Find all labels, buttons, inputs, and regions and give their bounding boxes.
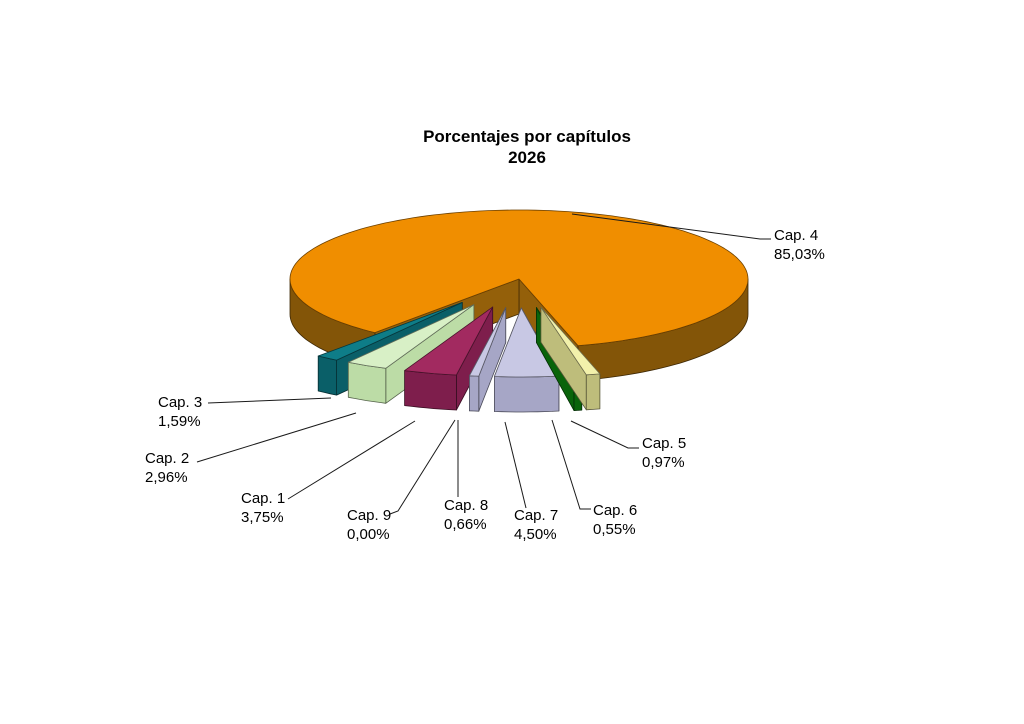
label-leader-line (207, 397, 332, 404)
pie-slice-cap-5 (540, 306, 601, 411)
label-leader-line (504, 421, 527, 509)
pie-face (404, 370, 457, 411)
pie-slice-cap-1 (404, 306, 494, 411)
pie-face (289, 209, 749, 347)
pie-face (347, 361, 387, 404)
chart-title-line1: Porcentajes por capítulos (423, 127, 631, 146)
pie-face (317, 302, 463, 361)
label-leader-line (287, 420, 416, 500)
label-leader-line (551, 419, 591, 510)
label-leader-line (196, 412, 357, 463)
chart-title: Porcentajes por capítulos 2026 (317, 126, 737, 168)
pie-slice-cap-8 (469, 307, 507, 412)
pie-face (469, 307, 507, 377)
pie-face (494, 307, 560, 378)
pie-face (347, 304, 475, 369)
chart-title-line2: 2026 (508, 148, 546, 167)
pie-face (404, 306, 494, 376)
pie-face (469, 375, 480, 412)
label-leader-line (570, 420, 639, 449)
pie-face (540, 306, 601, 376)
label-leader-line (389, 419, 456, 515)
pie-face (494, 375, 560, 413)
pie-face (585, 373, 601, 411)
label-leader-line (571, 213, 771, 240)
pie-face (317, 355, 337, 396)
